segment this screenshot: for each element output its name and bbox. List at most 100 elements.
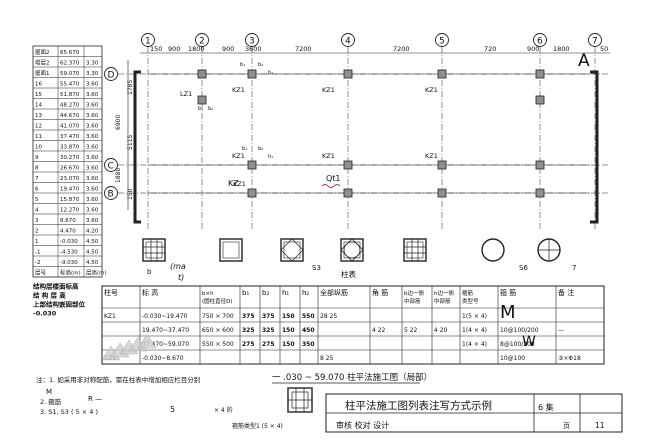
column-square <box>535 95 545 105</box>
dim-mark: b₂ <box>208 106 213 112</box>
top-dim-text: 50 <box>600 45 608 53</box>
floor-cell: 9 <box>35 155 39 161</box>
squiggle-red <box>321 184 341 188</box>
col-table-cell: 1(4 × 4) <box>462 327 487 334</box>
floor-cell: 41.070 <box>60 124 80 130</box>
col-table-header: 备 注 <box>558 288 574 297</box>
floor-cell: 3.60 <box>86 124 99 130</box>
drawing-subtitle: 一 .030 ~ 59.070 柱平法施工图（局部） <box>272 372 432 383</box>
col-table-cell: 10@100 <box>500 355 525 362</box>
column-square <box>343 69 353 79</box>
kz1-label: KZ1 <box>322 152 335 160</box>
axis-bubble-row <box>104 186 118 200</box>
floor-cell: 12.270 <box>60 208 80 214</box>
col-table-cell: 650 × 600 <box>202 327 234 334</box>
floor-cell: 11 <box>35 134 42 140</box>
floor-cell: 4.50 <box>86 260 99 266</box>
top-dim-text: 900 <box>222 45 234 53</box>
section-icon-frame <box>219 238 243 262</box>
col-table-header: 箍筋 <box>462 289 474 297</box>
axis-bubble-col <box>141 33 155 47</box>
col-table-cell: 750 × 700 <box>202 313 234 320</box>
floor-cell: 3.60 <box>86 187 99 193</box>
col-table-cell: 8 25 <box>320 355 334 362</box>
floor-cell: -9.030 <box>60 260 78 266</box>
floor-cell: 3.60 <box>86 113 99 119</box>
floor-cell: 3.60 <box>86 166 99 172</box>
column-square <box>197 69 207 79</box>
floor-header-cell: 层号 <box>35 270 47 277</box>
col-table-cell: 4 20 <box>434 327 448 334</box>
col-table-header: b边一侧 <box>404 289 424 297</box>
col-table-header: 箍 筋 <box>500 288 516 297</box>
section-label-s3: S3 <box>312 264 321 272</box>
note-num-5: 5 <box>170 405 175 414</box>
floor-cell: 3.60 <box>86 134 99 140</box>
right-wall <box>590 70 599 224</box>
note-example-label: 箍筋类型1 (5 × 4) <box>232 422 283 430</box>
floor-cell: 30.270 <box>60 155 80 161</box>
kz1-label: KZ1 <box>425 86 438 94</box>
col-table-cell: ③×Φ18 <box>558 355 581 362</box>
col-table-cell: 550 <box>302 313 315 320</box>
section-label-s6: S6 <box>519 264 528 272</box>
axis-label-row: D <box>108 71 115 81</box>
floor-cell: 屋面1 <box>35 70 50 77</box>
lz1-label: LZ1 <box>180 90 192 98</box>
col-table-header: 角 筋 <box>372 288 388 297</box>
floor-cell: 3.30 <box>86 61 99 67</box>
col-table-header: b₁ <box>242 289 249 297</box>
floor-cell: 19.470 <box>60 187 80 193</box>
col-table-cell: 150 <box>282 327 295 334</box>
kz1-label: KZ1 <box>232 86 245 94</box>
axis-bubble-row <box>104 67 118 81</box>
floor-cell: 16 <box>35 82 42 88</box>
floor-cell: 3.60 <box>86 103 99 109</box>
col-table-cell: 10@100/200 <box>500 327 539 334</box>
col-table-cell: 275 <box>242 341 255 348</box>
section-icon-inner <box>145 241 163 259</box>
floor-cell: 44.670 <box>60 113 80 119</box>
floor-cell: 15 <box>35 92 42 98</box>
note-line-2: 2. 箍筋 <box>40 397 62 406</box>
dim-mark: b₁ <box>198 106 203 112</box>
section-caption: 柱表 <box>341 269 356 279</box>
col-table-header: h₁ <box>282 289 289 297</box>
col-table-cell: KZ1 <box>104 313 116 320</box>
floor-cell: 59.070 <box>60 71 80 77</box>
top-dim-text: 3600 <box>245 45 262 53</box>
floor-cell: 3.60 <box>86 145 99 151</box>
section-icon-inner <box>283 241 301 259</box>
col-table-header: 柱号 <box>104 288 118 297</box>
col-table-cell: 8@100/200 <box>500 341 535 348</box>
left-dim-text: 5115 <box>127 135 134 150</box>
floor-cell: -2 <box>35 260 40 266</box>
floor-footer-line: -0.030 <box>33 310 57 318</box>
top-dim-text: 1800 <box>188 45 205 53</box>
floor-cell: 4.470 <box>60 229 76 235</box>
annotation-w: W <box>522 334 536 350</box>
note-line-1: 注：1. 如采用非对称配筋，需在柱表中增加相应栏目分别 <box>36 375 200 384</box>
col-table-header: 类型号 <box>462 297 479 305</box>
column-square <box>535 188 545 198</box>
section-label-b: b <box>147 268 152 276</box>
floor-cell: 8 <box>35 166 39 172</box>
col-table-header: 中部筋 <box>404 297 421 305</box>
column-square <box>535 69 545 79</box>
top-dim-text: 7200 <box>295 45 312 53</box>
axis-bubble-col <box>588 33 602 47</box>
dim-mark: h₁ <box>268 70 273 76</box>
col-table-cell: 450 <box>302 327 315 334</box>
col-table-cell: 275 <box>262 341 275 348</box>
annotation-m: M <box>500 302 516 323</box>
col-table-cell: 150 <box>282 313 295 320</box>
section-diamond <box>280 238 304 262</box>
annotation-a: A <box>578 51 590 71</box>
title-block: 柱平法施工图列表注写方式示例 审核 校对 设计 6 集 页 11 <box>325 393 623 433</box>
floor-cell: 3.60 <box>86 208 99 214</box>
floor-cell: 14 <box>35 103 42 109</box>
floor-cell: -0.030 <box>60 239 78 245</box>
